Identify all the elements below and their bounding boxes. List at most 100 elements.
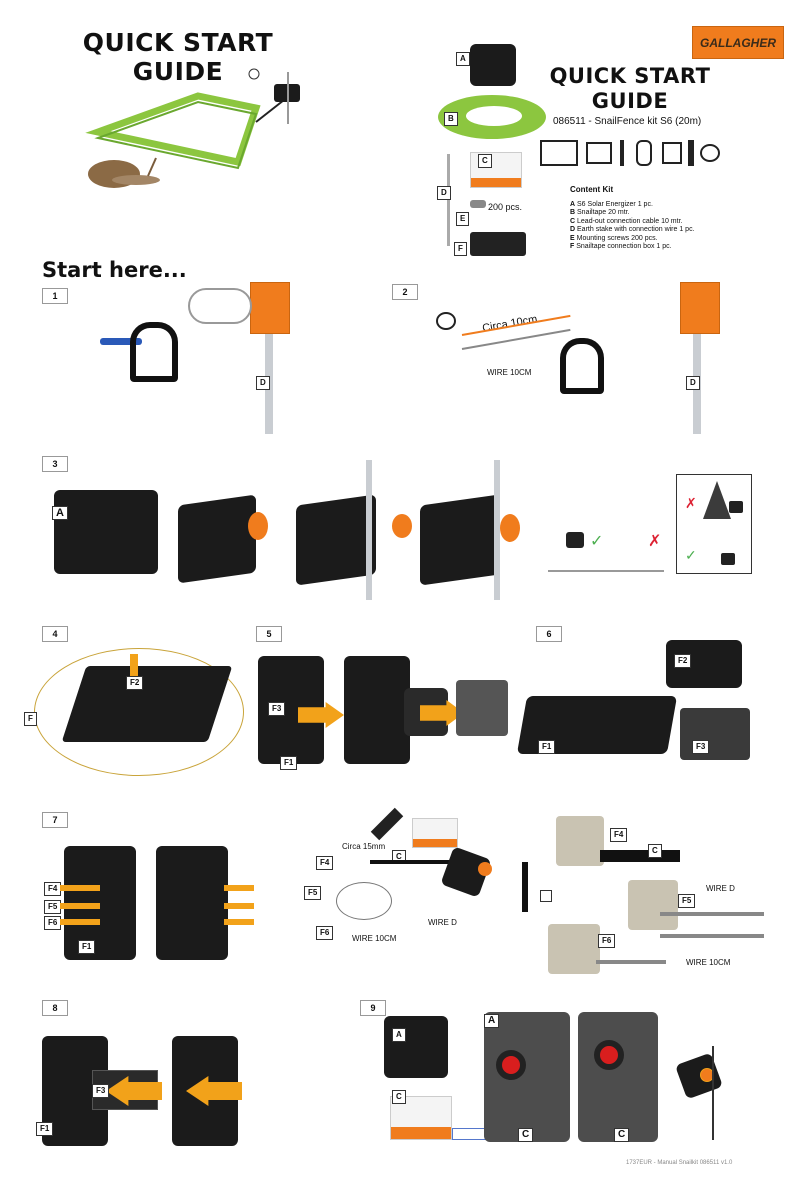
box-base-5b [344,656,410,764]
orange-cap-3 [500,514,520,542]
screw-icon [470,200,486,208]
stake-step3-2 [494,460,500,600]
clamp-f5 [628,880,678,930]
kit-label-d: D [437,186,451,200]
label-d-step1: D [256,376,270,390]
label-f2-step4: F2 [126,676,144,690]
content-kit-item: D Earth stake with connection wire 1 pc. [570,226,695,233]
pliers-tool [130,322,178,382]
step-3-number: 3 [42,456,68,472]
gallagher-logo-text: GALLAGHER [700,35,776,50]
energizer-small [721,553,735,565]
connector-panel-1 [484,1012,570,1142]
arrow-7e [224,903,254,909]
content-kit-item: E Mounting screws 200 pcs. [570,234,658,242]
energizer-back-1 [178,494,256,584]
label-f3-step8: F3 [92,1084,110,1098]
gallagher-logo: GALLAGHER [692,26,784,59]
label-c-step9b: C [518,1128,534,1142]
wire-10cm-label-7c: WIRE 10CM [686,958,731,967]
content-kit-item: F Snailtape connection box 1 pc. [570,243,672,250]
left-title: QUICK START GUIDE [68,28,288,86]
stake-tag-2 [680,282,720,334]
tree-icon [703,481,731,519]
clamp-f4 [556,816,604,866]
footer-text: 1737EUR - Manual Snailkit 086511 v1.0 [626,1160,733,1166]
check-icon: ✓ [685,547,697,563]
screws-count: 200 pcs. [488,202,523,212]
product-subtitle: 086511 - SnailFence kit S6 (20m) [553,116,702,127]
cable-box-9 [390,1096,452,1140]
step-6-number: 6 [536,626,562,642]
earth-stake [447,154,450,246]
up-arrow [130,654,138,676]
hex-icon [540,890,552,902]
arrow-7a [60,885,100,891]
orange-cap-7 [478,862,492,876]
step-7-number: 7 [42,812,68,828]
label-f4-step7c: F4 [610,828,628,842]
label-f2-step6: F2 [674,654,692,668]
label-f1-step5: F1 [280,756,298,770]
label-a-step9b: A [484,1014,500,1028]
arrow-7b [60,903,100,909]
label-f4-step7a: F4 [44,882,62,896]
orange-cap-2 [392,514,412,538]
cutter-icon [662,142,682,164]
earth-stake-2 [693,282,701,434]
red-terminal-1 [496,1050,526,1080]
label-f6-step7a: F6 [44,916,62,930]
plate-f3 [680,708,750,760]
step-8-number: 8 [42,1000,68,1016]
cross-icon: ✗ [685,495,697,511]
content-kit-item: B Snailtape 20 mtr. [570,209,630,216]
kit-label-c: C [478,154,492,168]
cable-box-7 [412,818,458,848]
right-title-line1: QUICK START [549,64,711,88]
manual-icon [540,140,578,166]
label-c-step7c: C [648,844,662,858]
label-c-step9: C [392,1090,406,1104]
energizer-small [566,532,584,548]
label-d-step2: D [686,376,700,390]
stake-tag-1 [250,282,290,334]
stake-wire-1 [188,288,252,324]
label-f3-step5: F3 [268,702,286,716]
left-title-line1: QUICK START [82,28,274,57]
step-1-number: 1 [42,288,68,304]
label-f4-step7b: F4 [316,856,334,870]
snailtape-roll [438,95,546,139]
tool-icons [540,138,725,168]
content-kit-heading: Content Kit [570,185,614,194]
cable-c-7c [600,850,680,862]
knife-icon [688,140,694,166]
wire-10cm-label: WIRE 10CM [487,368,532,377]
box-base-7b [156,846,228,960]
label-f5-step7c: F5 [678,894,696,908]
tape-measure-step2 [436,312,456,330]
wire-10cm-label-7: WIRE 10CM [352,934,397,943]
circa-15mm-label: Circa 15mm [342,842,386,851]
twisted-wire-f6 [596,960,666,964]
energizer-back-3 [420,494,500,586]
label-f1-step7: F1 [78,940,96,954]
arrow-7c [60,919,100,925]
label-a-step9: A [392,1028,406,1042]
label-f5-step7b: F5 [304,886,322,900]
label-a-step3: A [52,506,68,520]
label-f6-step7c: F6 [598,934,616,948]
label-f3-step6: F3 [692,740,710,754]
earth-stake-1 [265,282,273,434]
sun-icon [248,68,260,80]
energizer-a-9 [384,1016,448,1078]
label-f1-step6: F1 [538,740,556,754]
screwdriver-tool [100,338,142,345]
pliers-tool-2 [560,338,604,394]
step-2-number: 2 [392,284,418,300]
content-kit-item: C Lead-out connection cable 10 mtr. [570,217,683,225]
wire-d-label-7: WIRE D [428,918,457,927]
step-5-number: 5 [256,626,282,642]
right-title: QUICK START GUIDE [540,64,720,114]
cover-plate-5 [456,680,508,736]
cross-icon: ✗ [648,533,662,550]
